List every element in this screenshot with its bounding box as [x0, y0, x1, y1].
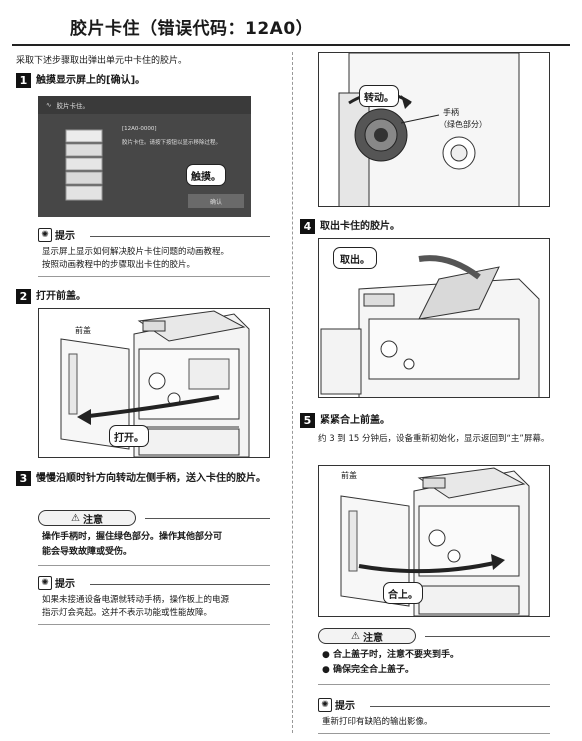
caution-bottom-rule: [318, 684, 550, 685]
printer-icon: [65, 129, 103, 201]
hint-line: 重新打印有缺陷的输出影像。: [322, 717, 433, 727]
remove-callout: 取出。: [333, 247, 377, 269]
figure-turn-handle: 转动。 手柄 （绿色部分）: [318, 52, 550, 207]
step-5-note: 约 3 到 15 分钟后，设备重新初始化，显示返回到“主”屏幕。: [318, 434, 550, 444]
figure-remove-film: 取出。: [318, 238, 550, 398]
hint-bottom-rule: [38, 276, 270, 277]
hint-rule: [370, 706, 550, 707]
step-4: 4 取出卡住的胶片。: [300, 219, 400, 234]
step-1: 1 触摸显示屏上的[确认]。: [16, 73, 145, 88]
hint-line: 显示屏上显示如何解决胶片卡住问题的动画教程。: [42, 247, 230, 257]
printer-close-illustration: [340, 467, 530, 616]
warning-icon: ⚠: [71, 512, 80, 524]
caution-line: ● 确保完全合上盖子。: [322, 665, 414, 675]
step-number: 5: [300, 413, 315, 428]
column-divider: [292, 52, 293, 733]
caution-rule: [425, 636, 550, 637]
intro-text: 采取下述步骤取出弹出单元中卡住的胶片。: [16, 56, 188, 66]
figure-close-cover: 前盖 合上。: [318, 465, 550, 617]
caution-rule: [145, 518, 270, 519]
hint-2-heading: ✺ 提示: [38, 575, 75, 590]
screen-title-bar: ∿ 胶片卡住。: [38, 96, 251, 114]
printer-open-illustration: [60, 310, 250, 457]
hint-label: 提示: [335, 701, 355, 712]
hint-1-heading: ✺ 提示: [38, 227, 75, 242]
step-2: 2 打开前盖。: [16, 289, 86, 304]
caution-line: 能会导致故障或受伤。: [42, 547, 133, 557]
caution-line: ● 合上盖子时，注意不要夹到手。: [322, 650, 459, 660]
touch-callout: 触摸。: [186, 164, 226, 186]
step-text: 取出卡住的胶片。: [320, 221, 400, 232]
caution-1-body: 操作手柄时，握住绿色部分。操作其他部分可 能会导致故障或受伤。: [42, 530, 222, 560]
step-text: 打开前盖。: [36, 291, 86, 302]
step-text: 触摸显示屏上的[确认]。: [36, 75, 146, 86]
hint-rule: [90, 584, 270, 585]
open-callout: 打开。: [109, 425, 149, 447]
caution-bottom-rule: [38, 565, 270, 566]
error-message: 胶片卡住。请按下按钮以显示移除过程。: [122, 140, 222, 146]
hint-icon: ✺: [318, 697, 332, 712]
hint-label: 提示: [55, 231, 75, 242]
page-title: 胶片卡住（错误代码：12A0）: [70, 19, 314, 39]
remove-film-illustration: [320, 255, 540, 397]
hint-line: 按照动画教程中的步骤取出卡住的胶片。: [42, 260, 196, 270]
step-text: 慢慢沿顺时针方向转动左侧手柄，送入卡住的胶片。: [36, 473, 266, 484]
caution-label: 注意: [82, 514, 103, 526]
pulse-icon: ∿: [46, 101, 52, 109]
warning-icon: ⚠: [351, 630, 360, 642]
step-5: 5 紧紧合上前盖。: [300, 413, 390, 428]
close-callout: 合上。: [383, 582, 423, 604]
caution-label: 注意: [362, 632, 383, 644]
handle-illustration: [338, 53, 520, 206]
hint-icon: ✺: [38, 227, 52, 242]
hint-rule: [90, 236, 270, 237]
step-number: 2: [16, 289, 31, 304]
step-text: 紧紧合上前盖。: [320, 415, 390, 426]
hint-bottom-rule: [38, 624, 270, 625]
hint-line: 指示灯会亮起。这并不表示功能或性能故障。: [42, 608, 213, 618]
handle-green-label: （绿色部分）: [439, 120, 487, 129]
caution-2-body: ● 合上盖子时，注意不要夹到手。 ● 确保完全合上盖子。: [322, 648, 459, 678]
figure-open-cover: 前盖 打开。: [38, 308, 270, 458]
step-number: 3: [16, 471, 31, 486]
step-number: 1: [16, 73, 31, 88]
title-rule: [12, 44, 570, 46]
hint-icon: ✺: [38, 575, 52, 590]
hint-bottom-rule: [318, 733, 550, 734]
screen-title: 胶片卡住。: [56, 102, 89, 110]
confirm-button[interactable]: 确认: [188, 194, 244, 208]
hint-line: 如果未接通设备电源就转动手柄，操作板上的电源: [42, 595, 230, 605]
hint-3-heading: ✺ 提示: [318, 697, 355, 712]
hint-3-body: 重新打印有缺陷的输出影像。: [322, 716, 433, 729]
hint-2-body: 如果未接通设备电源就转动手柄，操作板上的电源 指示灯会亮起。这并不表示功能或性能…: [42, 594, 229, 620]
step-3: 3 慢慢沿顺时针方向转动左侧手柄，送入卡住的胶片。: [16, 471, 278, 486]
display-screen: ∿ 胶片卡住。 [12A0-0000] 胶片卡住。请按下按钮以显示移除过程。 确…: [38, 96, 251, 217]
front-cover-label: 前盖: [341, 471, 357, 480]
turn-callout: 转动。: [359, 85, 399, 107]
caution-2-pill: ⚠ 注意: [318, 628, 416, 644]
front-cover-label: 前盖: [75, 326, 91, 335]
handle-label: 手柄: [443, 108, 459, 117]
step-number: 4: [300, 219, 315, 234]
hint-label: 提示: [55, 579, 75, 590]
hint-1-body: 显示屏上显示如何解决胶片卡住问题的动画教程。 按照动画教程中的步骤取出卡住的胶片…: [42, 246, 229, 272]
caution-1-pill: ⚠ 注意: [38, 510, 136, 526]
error-code: [12A0-0000]: [122, 126, 157, 132]
caution-line: 操作手柄时，握住绿色部分。操作其他部分可: [42, 532, 223, 542]
